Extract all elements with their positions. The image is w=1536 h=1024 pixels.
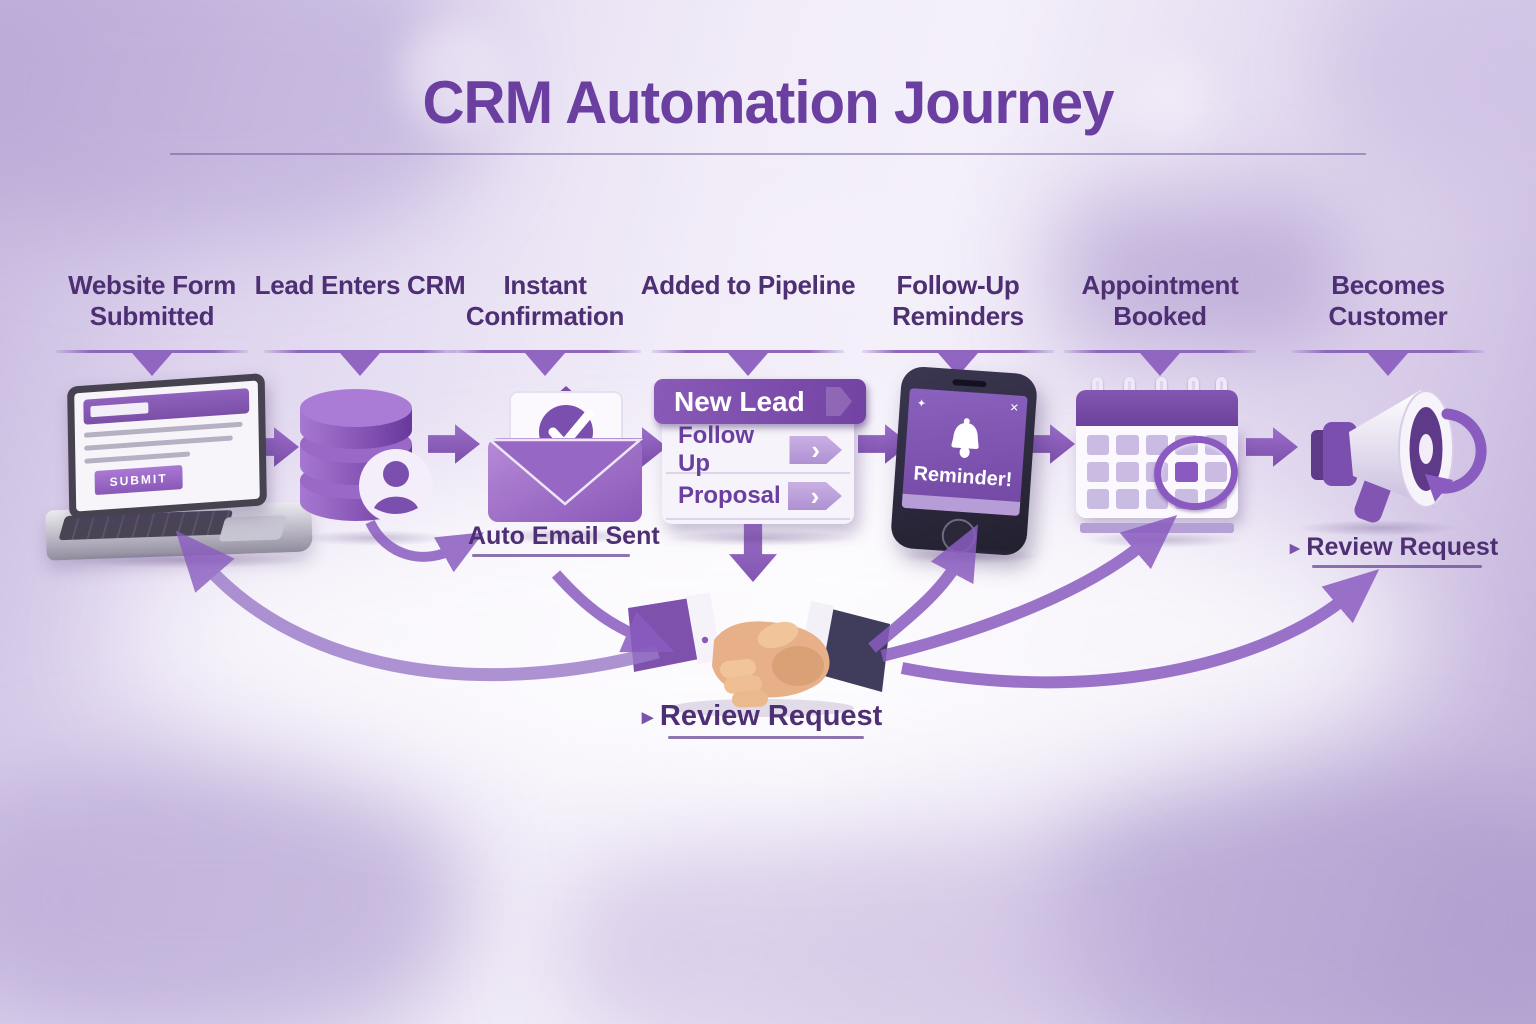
background-blob	[0, 760, 460, 1024]
chevron-right-icon: ›	[788, 482, 842, 510]
pipeline-row: Proposal ›	[666, 474, 850, 520]
laptop-screen: SUBMIT	[67, 373, 267, 519]
stage-label-instant-confirmation: Instant Confirmation	[430, 270, 660, 353]
flow-arrow-icon	[615, 427, 667, 467]
calendar-booked-date	[1175, 462, 1198, 482]
icon-shadow	[900, 548, 1040, 564]
form-input-field	[90, 402, 149, 418]
background-blob	[1060, 200, 1340, 350]
background-blob	[560, 830, 1120, 1024]
icon-shadow	[1082, 532, 1242, 548]
calendar-grid	[1076, 426, 1238, 518]
bokeh-light	[740, 200, 880, 290]
stage-label-lead-enters-crm: Lead Enters CRM	[245, 270, 475, 353]
pipeline-header: New Lead	[654, 379, 866, 424]
flow-arrow-icon	[428, 424, 480, 464]
icon-shadow	[300, 530, 450, 546]
form-header-bar	[83, 388, 250, 425]
stage-pointer	[264, 350, 456, 353]
bullet-triangle-icon: ▸	[1290, 537, 1300, 559]
stage-label-follow-up-reminders: Follow-Up Reminders	[843, 270, 1073, 353]
stage-label-appointment-booked: Appointment Booked	[1045, 270, 1275, 353]
stage-label-added-to-pipeline: Added to Pipeline	[633, 270, 863, 353]
review-request-right-label: ▸Review Request	[1290, 533, 1498, 568]
laptop-form-icon: SUBMIT	[45, 373, 313, 561]
form-text-line	[84, 435, 234, 451]
form-text-line	[84, 451, 191, 464]
bullet-triangle-icon: ▸	[642, 704, 653, 730]
phone-speaker	[952, 379, 987, 388]
megaphone-handle	[1354, 463, 1396, 523]
review-request-center-label: ▸Review Request	[642, 700, 882, 739]
stage-pointer	[1292, 350, 1484, 353]
web-form: SUBMIT	[74, 380, 260, 512]
stage-label-becomes-customer: Becomes Customer	[1273, 270, 1503, 353]
label-underline	[472, 554, 630, 557]
page-title: CRM Automation Journey	[422, 69, 1114, 136]
stage-pointer	[1064, 350, 1256, 353]
title-divider	[170, 153, 1366, 155]
background-blob	[1330, 0, 1536, 180]
bokeh-light	[400, 20, 510, 130]
pipeline-card-icon: New Lead Follow Up › Proposal ›	[654, 379, 866, 524]
label-underline	[1312, 565, 1482, 568]
icon-shadow	[1295, 520, 1460, 536]
close-icon: ✕	[1009, 402, 1020, 415]
checkmark-icon	[539, 405, 594, 459]
loop-arrow-icon	[1425, 408, 1487, 502]
reminder-text: Reminder!	[912, 462, 1014, 491]
flow-arrow-icon	[1246, 427, 1298, 467]
auto-email-sent-label: Auto Email Sent	[468, 522, 660, 557]
calendar-header	[1076, 390, 1238, 426]
bell-icon	[951, 417, 979, 458]
stage-label-website-form: Website Form Submitted	[37, 270, 267, 353]
background-blob	[1040, 770, 1536, 1024]
phone-screen-band	[901, 493, 1021, 516]
sparkle-icon: ✦	[916, 397, 927, 411]
stage-pointer	[652, 350, 844, 353]
label-underline	[668, 736, 864, 739]
pipeline-row: Follow Up ›	[666, 382, 850, 477]
stage-pointer	[56, 350, 248, 353]
calendar-icon	[1076, 377, 1242, 533]
background-blob	[0, 0, 480, 240]
bokeh-light	[1130, 60, 1210, 140]
submit-button: SUBMIT	[94, 464, 183, 496]
stage-pointer	[449, 350, 641, 353]
megaphone-icon	[1311, 390, 1487, 523]
laptop-trackpad	[218, 515, 288, 542]
stage-pointer	[862, 350, 1054, 353]
phone-screen: ✦ ✕ Reminder!	[901, 388, 1028, 516]
icon-shadow	[486, 528, 646, 544]
icon-shadow	[668, 530, 858, 546]
phone-reminder-icon: ✦ ✕ Reminder!	[889, 365, 1039, 557]
chevron-right-icon: ›	[789, 436, 842, 464]
icon-shadow	[60, 552, 310, 568]
